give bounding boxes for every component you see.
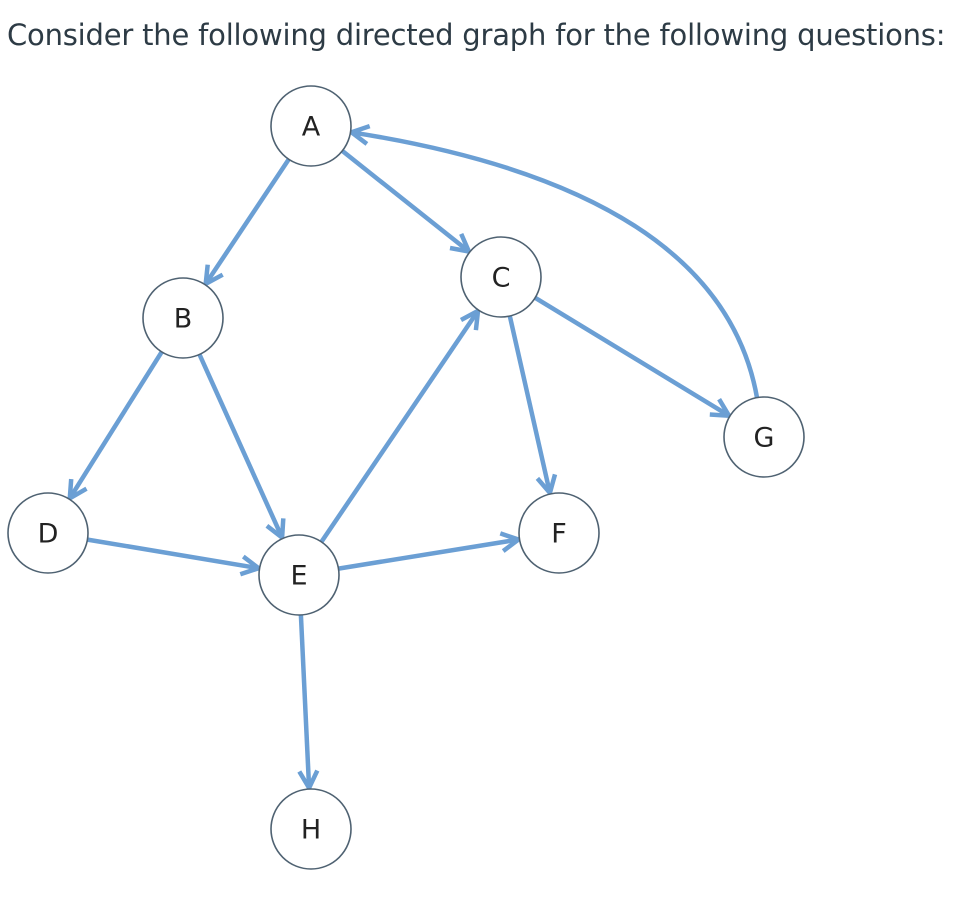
edge-c-to-f	[507, 315, 558, 498]
node-label: H	[301, 815, 321, 846]
node-circle	[270, 85, 352, 167]
node-circle	[7, 492, 89, 574]
node-circle	[142, 277, 224, 359]
node-label: E	[290, 561, 307, 592]
node-circle	[270, 788, 352, 870]
node-label: F	[551, 519, 567, 550]
node-d: D	[7, 492, 89, 574]
edge-c-to-g	[534, 295, 734, 419]
node-c: C	[460, 236, 542, 318]
edge-b-to-e	[197, 353, 286, 542]
node-g: G	[723, 396, 805, 478]
edge-e-to-c	[319, 306, 481, 544]
graph-edges	[67, 123, 760, 793]
node-circle	[258, 534, 340, 616]
edge-d-to-e	[87, 537, 264, 577]
edge-b-to-d	[67, 350, 164, 503]
edge-a-to-b	[203, 158, 291, 288]
edge-e-to-h	[297, 614, 320, 793]
edge-a-to-c	[340, 149, 473, 255]
node-label: C	[492, 263, 511, 294]
graph-nodes: A B C D E F G H	[7, 85, 805, 870]
node-circle	[723, 396, 805, 478]
edge-g-to-a	[346, 123, 760, 398]
node-a: A	[270, 85, 352, 167]
node-label: G	[754, 423, 775, 454]
node-b: B	[142, 277, 224, 359]
node-e: E	[258, 534, 340, 616]
node-label: B	[174, 304, 193, 335]
node-circle	[460, 236, 542, 318]
node-label: A	[302, 112, 321, 143]
edge-e-to-f	[338, 531, 524, 571]
node-circle	[518, 492, 600, 574]
node-h: H	[270, 788, 352, 870]
node-label: D	[38, 519, 59, 550]
question-prompt: Consider the following directed graph fo…	[7, 18, 946, 52]
node-f: F	[518, 492, 600, 574]
